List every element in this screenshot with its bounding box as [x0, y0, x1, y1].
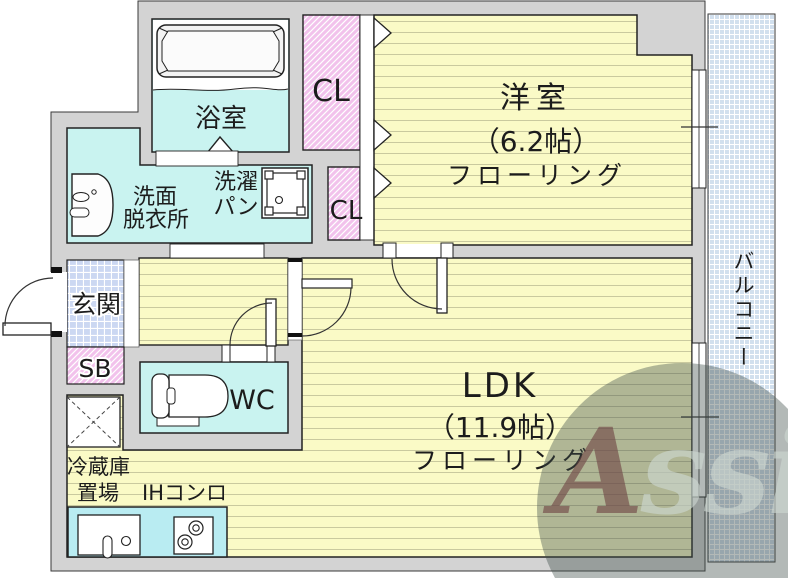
laundry-pan-icon	[261, 167, 309, 219]
hall-ldk-opening	[287, 257, 353, 341]
wc-door	[221, 298, 277, 363]
label-laundry-2: パン	[213, 195, 258, 220]
room-entrance	[66, 259, 125, 348]
kitchen-sink-icon	[77, 514, 141, 559]
ldk-window	[681, 342, 719, 498]
svg-text:Assist: Assist	[542, 402, 788, 541]
label-washroom-1: 洗面	[133, 185, 177, 210]
refrigerator-space-icon	[66, 396, 121, 448]
label-western-name: 洋室	[500, 81, 572, 116]
label-closet-upper: CL	[312, 74, 350, 109]
western-room-door	[382, 242, 454, 314]
bathroom-threshold	[155, 150, 239, 167]
label-laundry-1: 洗濯	[214, 170, 258, 195]
label-bathroom: 浴室	[195, 104, 247, 134]
label-ldk-floor: フローリング	[412, 446, 592, 475]
watermark-rest: ssist	[640, 402, 788, 541]
label-stove: IHコンロ	[142, 481, 227, 505]
toilet-icon	[151, 373, 229, 427]
room-wc	[139, 361, 289, 434]
label-fridge-2: 置場	[77, 481, 119, 505]
watermark-letter-a: A	[542, 402, 641, 541]
label-wc: WC	[229, 385, 275, 416]
room-western	[373, 14, 693, 246]
western-room-window	[681, 69, 718, 189]
closet-door-icons	[373, 16, 392, 200]
label-entrance: 玄関	[71, 290, 121, 319]
label-shoebox: SB	[78, 354, 111, 383]
watermark: Assist	[537, 363, 788, 578]
kitchen-counter	[67, 506, 228, 559]
bathtub-icon	[156, 24, 285, 78]
entrance-step	[123, 259, 140, 348]
label-ldk-name: LDK	[462, 366, 538, 406]
room-hallway	[138, 257, 289, 346]
ih-stove-icon	[173, 516, 214, 555]
shoebox	[66, 346, 125, 385]
label-washroom-2: 脱衣所	[123, 208, 189, 233]
closet-lower	[327, 166, 361, 241]
label-balcony: バルコニー	[731, 250, 755, 370]
washroom-sliding-door	[169, 243, 265, 259]
washbasin-icon	[69, 173, 114, 237]
balcony-area	[707, 13, 776, 563]
label-closet-lower: CL	[330, 196, 363, 226]
label-western-size: （6.2帖）	[472, 125, 601, 158]
label-fridge-1: 冷蔵庫	[67, 455, 130, 479]
room-washroom	[66, 127, 313, 244]
entrance-door	[2, 267, 67, 337]
label-western-floor: フローリング	[447, 161, 627, 190]
label-ldk-size: （11.9帖）	[427, 411, 573, 444]
